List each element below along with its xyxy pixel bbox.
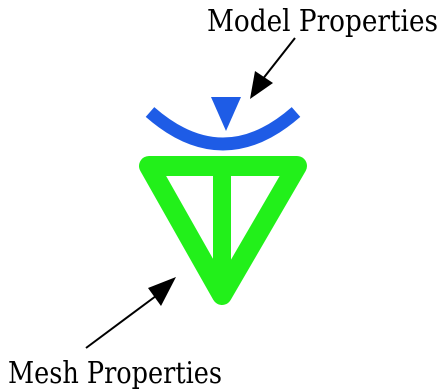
model-arc-icon: [145, 107, 301, 151]
model-arrow-head: [250, 71, 273, 99]
model-arrow-line: [261, 37, 296, 81]
mesh-arrow-line: [85, 292, 161, 349]
model-pointer-icon: [211, 97, 241, 131]
model-properties-label: Model Properties: [207, 4, 438, 39]
mesh-triangle-icon: [139, 156, 307, 305]
mesh-arrow-head: [148, 277, 176, 306]
mesh-properties-label: Mesh Properties: [8, 356, 222, 390]
